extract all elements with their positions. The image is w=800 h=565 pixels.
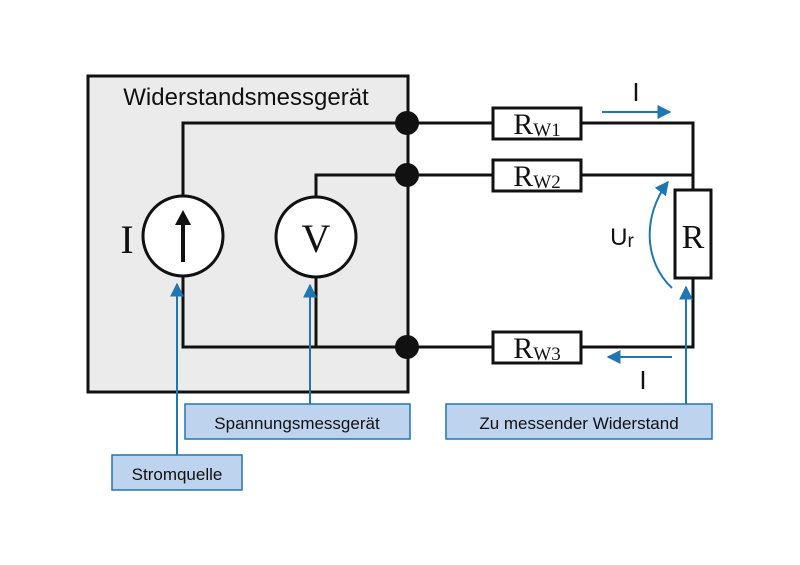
voltage-arc-icon <box>648 180 673 289</box>
terminal-top <box>395 111 419 135</box>
callout-spannung-text: Spannungsmessgerät <box>214 414 380 433</box>
callout-spannungsmessgeraet: Spannungsmessgerät <box>184 403 411 440</box>
callout-leaders <box>170 282 693 455</box>
resistor-rw3: RW3 <box>491 330 583 365</box>
resistor-under-test <box>673 188 713 280</box>
rw3-main: R <box>513 332 533 365</box>
svg-text:RW3: RW3 <box>513 332 560 365</box>
external-wiring <box>405 121 695 349</box>
current-source <box>141 194 225 278</box>
voltage-main: U <box>610 224 627 251</box>
callout-strom-text: Stromquelle <box>132 465 223 484</box>
resistor-rw1: RW1 <box>491 106 583 141</box>
resistor-under-test-label: R <box>682 219 705 256</box>
callout-zu-messender-widerstand: Zu messender Widerstand <box>445 403 713 440</box>
rw2-sub: W2 <box>533 172 560 193</box>
callout-stromquelle: Stromquelle <box>111 454 243 491</box>
terminal-bottom <box>395 335 419 359</box>
meter-title: Widerstandsmessgerät <box>123 84 369 111</box>
callout-widerstand-text: Zu messender Widerstand <box>479 414 678 433</box>
rw1-main: R <box>513 108 533 141</box>
voltage-sub: r <box>628 231 635 252</box>
svg-text:RW1: RW1 <box>513 108 560 141</box>
arrow-up-icon <box>175 210 191 225</box>
svg-text:RW2: RW2 <box>513 160 560 193</box>
voltmeter-symbol: V <box>302 216 331 261</box>
rw3-sub: W3 <box>533 344 560 365</box>
internal-wiring <box>181 121 409 349</box>
voltmeter <box>274 195 358 279</box>
voltage-label: Ur <box>610 224 634 252</box>
current-source-symbol: I <box>120 217 133 262</box>
terminal-middle <box>395 163 419 187</box>
resistor-rw2: RW2 <box>491 158 583 193</box>
current-label-bottom: I <box>639 365 646 395</box>
rw2-main: R <box>513 160 533 193</box>
rw1-sub: W1 <box>533 120 560 141</box>
current-label-top: I <box>632 77 639 107</box>
